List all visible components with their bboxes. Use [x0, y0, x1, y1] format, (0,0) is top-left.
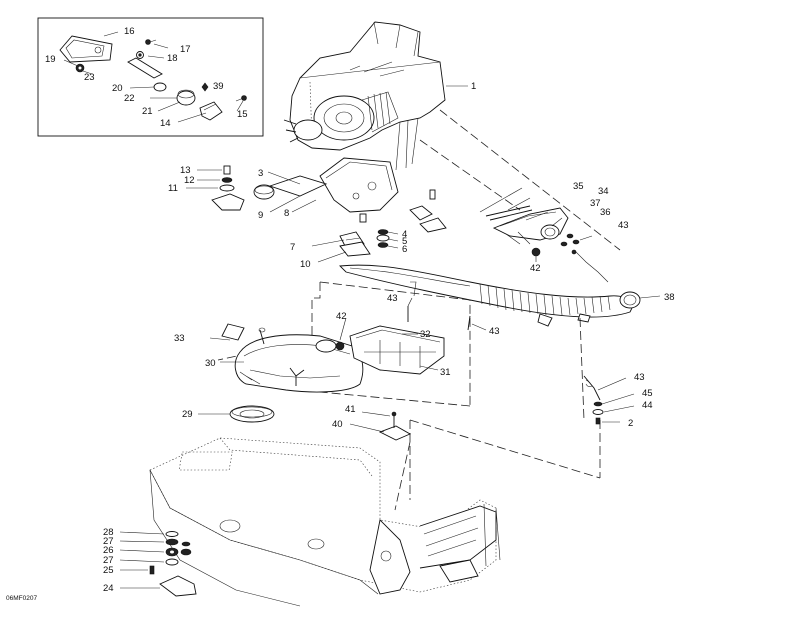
- exhaust-spring-right: [583, 375, 604, 425]
- engine-support: [253, 157, 399, 213]
- callout-22: 22: [124, 93, 135, 104]
- muffler: [234, 327, 364, 393]
- callout-27-lower: 27: [103, 555, 114, 566]
- callout-17: 17: [180, 44, 191, 55]
- callout-11: 11: [168, 183, 178, 194]
- callout-12: 12: [184, 175, 195, 186]
- inset-detail: [37, 17, 264, 137]
- callout-8: 8: [284, 208, 289, 219]
- fastener-stack-bottom: [149, 531, 197, 597]
- callout-34: 34: [598, 186, 609, 197]
- callout-37: 37: [590, 198, 601, 209]
- callout-43-spring: 43: [634, 372, 645, 383]
- callout-43-shield: 43: [489, 326, 500, 337]
- callout-9: 9: [258, 210, 263, 221]
- callout-labels: 16 17 18 19 23 39 20 22 21 15 14 1 13 3 …: [6, 26, 675, 602]
- callout-3: 3: [258, 168, 263, 179]
- mount-stack-center: [311, 189, 447, 263]
- callout-4: 4: [402, 229, 407, 240]
- callout-28: 28: [103, 527, 114, 538]
- callout-35: 35: [573, 181, 584, 192]
- callout-23: 23: [84, 72, 95, 83]
- callout-30: 30: [205, 358, 216, 369]
- callout-43-pipe: 43: [387, 293, 398, 304]
- callout-14: 14: [160, 118, 171, 129]
- fastener-stack-left: [186, 165, 245, 211]
- chassis-frame: [149, 437, 501, 607]
- callout-21: 21: [142, 106, 153, 117]
- callout-29: 29: [182, 409, 193, 420]
- callout-5: 5: [402, 236, 407, 247]
- callout-42-shield: 42: [336, 311, 347, 322]
- callout-40: 40: [332, 419, 343, 430]
- callout-43-manifold: 43: [618, 220, 629, 231]
- callout-44: 44: [642, 400, 653, 411]
- callout-45: 45: [642, 388, 653, 399]
- callout-18: 18: [167, 53, 178, 64]
- callout-2: 2: [628, 418, 633, 429]
- callout-7: 7: [290, 242, 295, 253]
- bracket-14: [199, 101, 223, 121]
- diagram-code: 06MF0207: [6, 595, 37, 602]
- callout-6: 6: [402, 244, 407, 255]
- callout-13: 13: [180, 165, 191, 176]
- callout-20: 20: [112, 83, 123, 94]
- callout-32: 32: [420, 329, 431, 340]
- exhaust-manifold: [485, 205, 609, 283]
- callout-26: 26: [103, 545, 114, 556]
- pulley: [313, 95, 375, 141]
- engine: [283, 21, 446, 171]
- callout-31: 31: [440, 367, 451, 378]
- spring-mount: [378, 411, 412, 441]
- callout-41: 41: [345, 404, 356, 415]
- callout-42-manifold: 42: [530, 263, 541, 274]
- callout-25: 25: [103, 565, 114, 576]
- grommet: [229, 405, 275, 423]
- callout-1: 1: [471, 81, 476, 92]
- callout-27-upper: 27: [103, 536, 114, 547]
- callout-10: 10: [300, 259, 311, 270]
- clamp-33: [221, 323, 245, 341]
- callout-24: 24: [103, 583, 114, 594]
- callout-36: 36: [600, 207, 611, 218]
- callout-38: 38: [664, 292, 675, 303]
- heat-shield: [335, 306, 471, 375]
- callout-16: 16: [124, 26, 135, 37]
- magneto: [293, 119, 323, 141]
- callout-15: 15: [237, 109, 248, 120]
- callout-39: 39: [213, 81, 224, 92]
- tuned-pipe: [339, 264, 641, 327]
- callout-33: 33: [174, 333, 185, 344]
- spacer-sleeve: [127, 57, 163, 79]
- mount-bracket-plate: [59, 35, 113, 63]
- callout-19: 19: [45, 54, 56, 65]
